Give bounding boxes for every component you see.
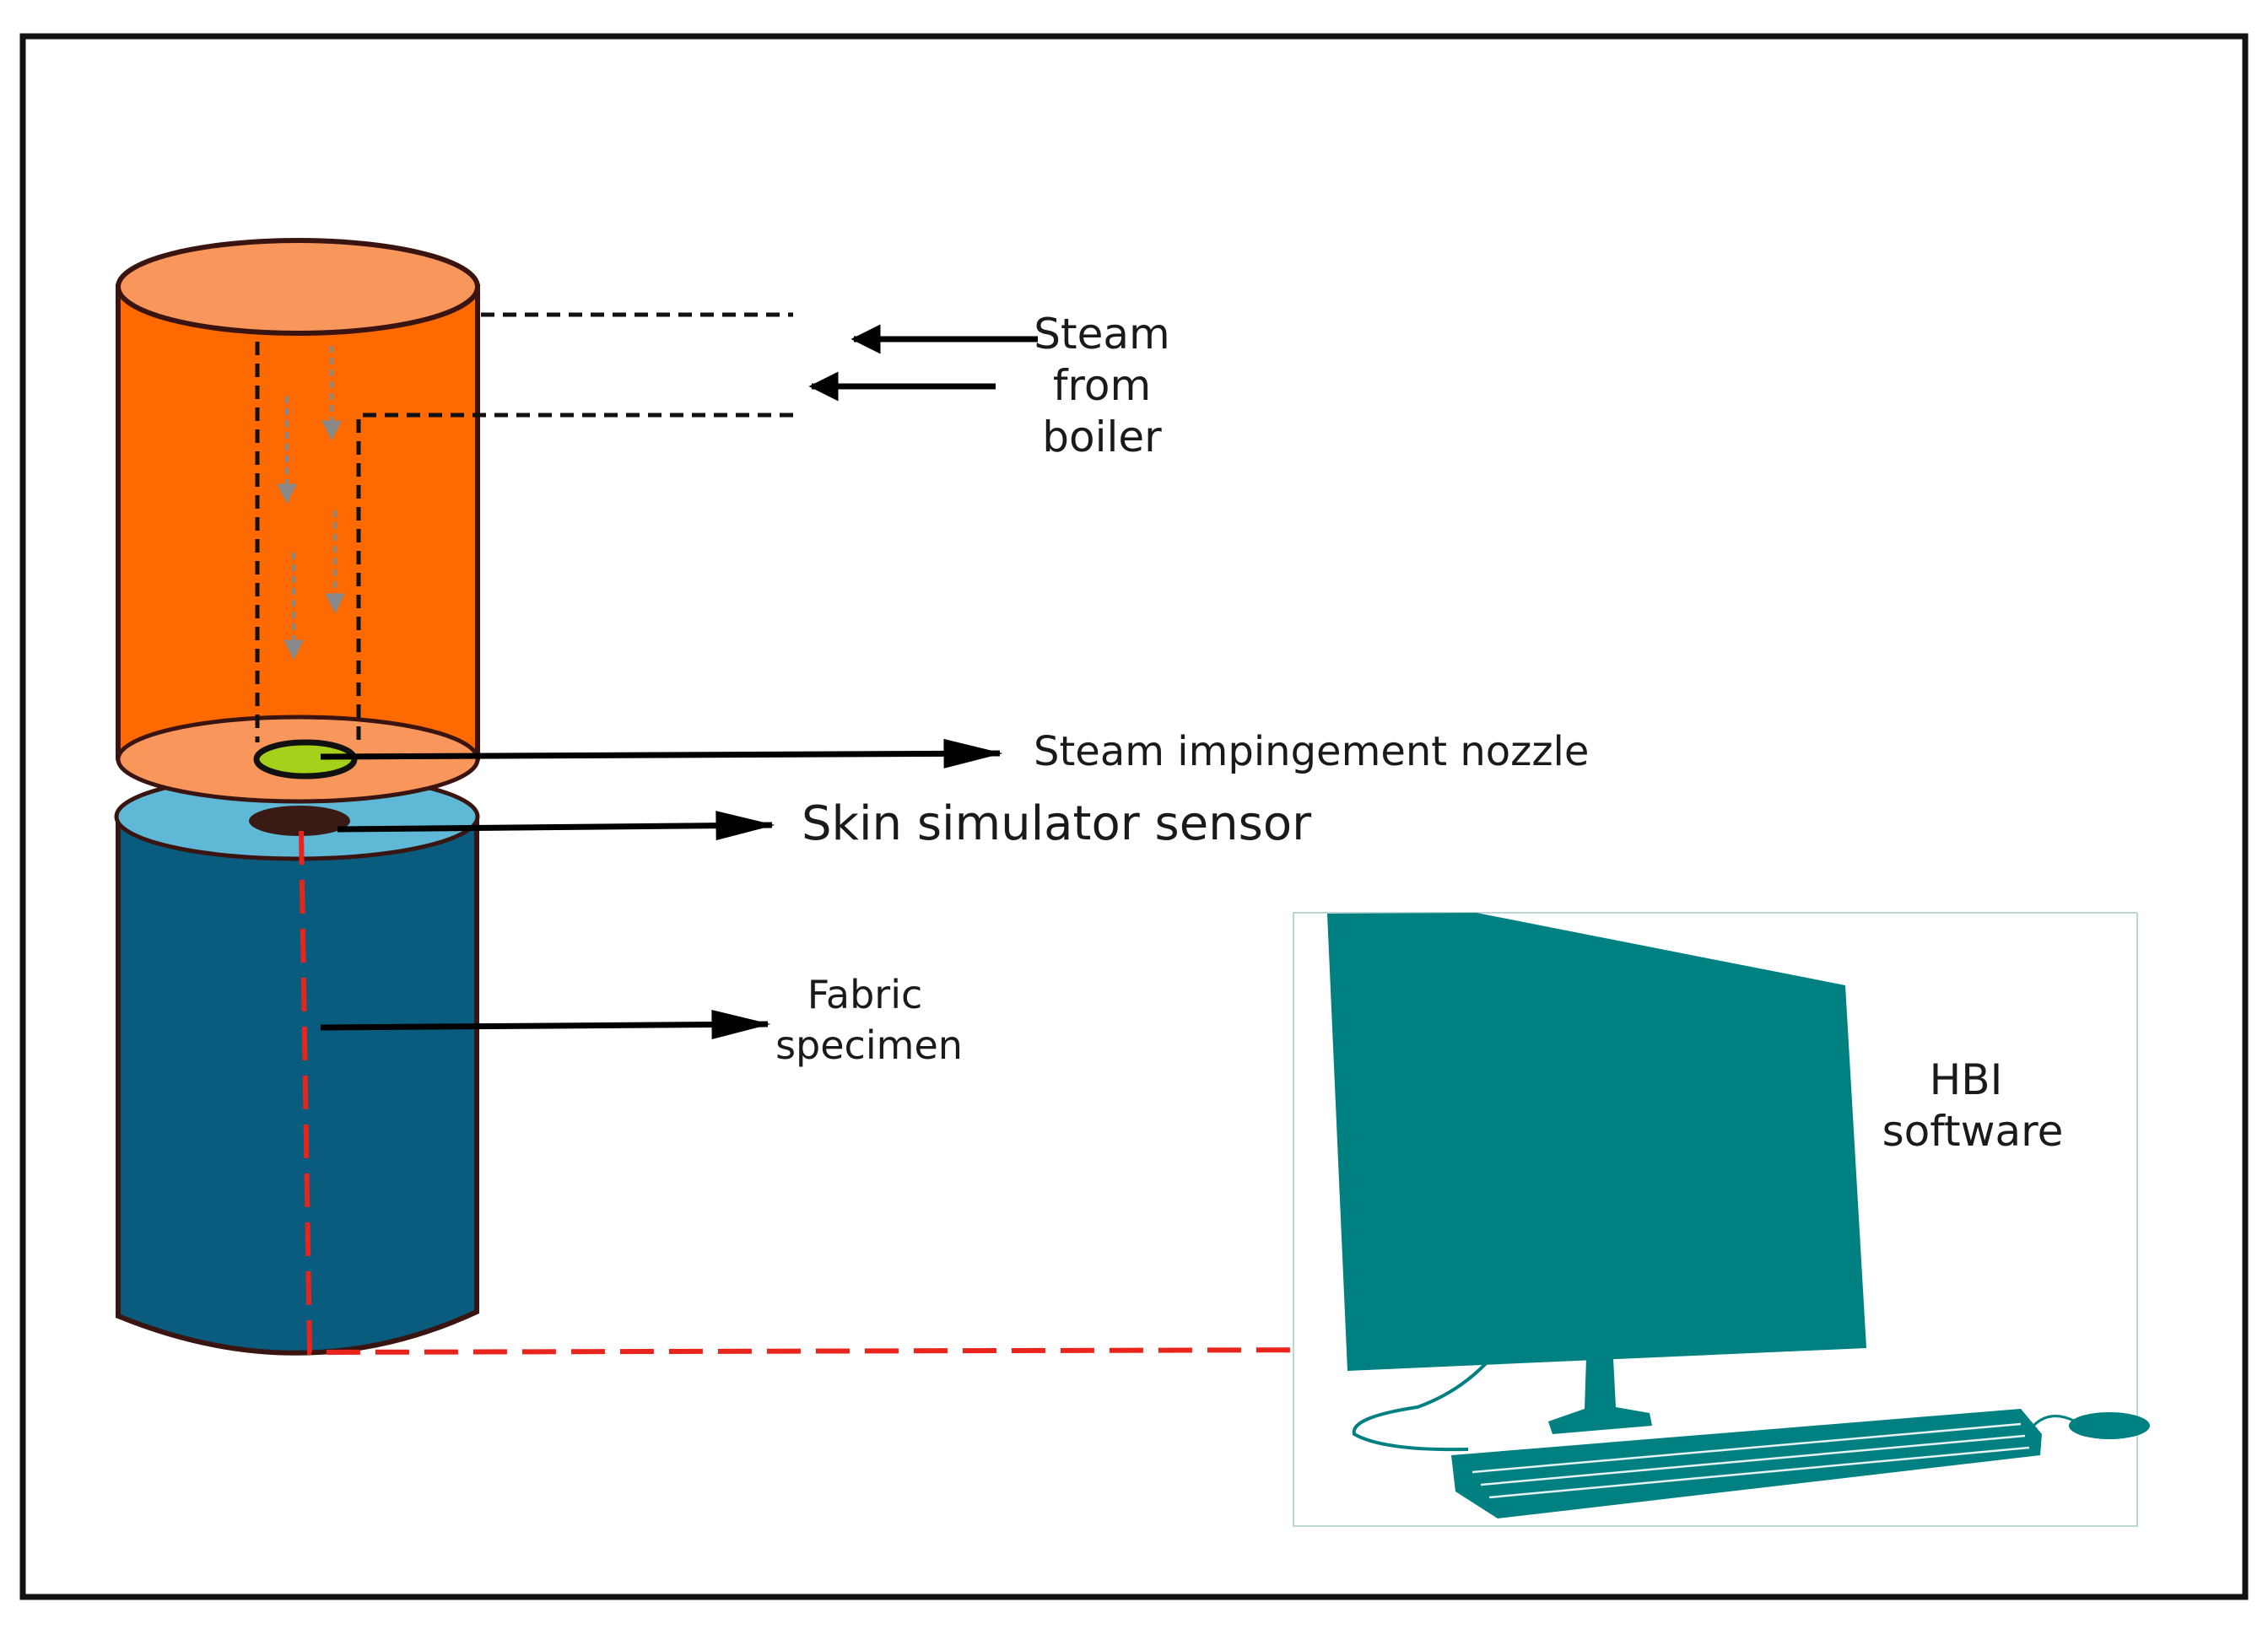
fabric-specimen-label: Fabric specimen <box>775 972 963 1068</box>
fabric-pointer-arrow <box>320 1010 771 1040</box>
fabric-cylinder-body <box>116 816 479 1356</box>
software-label-line-2: software <box>1882 1107 2064 1156</box>
mouse <box>2069 1412 2150 1439</box>
steam-flow-arrows <box>277 346 345 661</box>
mouse-cable <box>2032 1415 2076 1427</box>
signal-cable-line <box>299 830 1359 1356</box>
steam-chamber-top <box>116 238 480 336</box>
software-label-line-1: HBI <box>1930 1055 2003 1104</box>
steam-pipe-inner <box>356 413 793 742</box>
monitor-screen <box>1327 913 1866 1371</box>
steam-pipe-lines <box>255 312 793 742</box>
fabric-label-line-1: Fabric <box>807 972 923 1017</box>
keyboard-key-row <box>1480 1434 2026 1486</box>
skin-simulator-sensor <box>249 806 350 836</box>
keyboard-key-row <box>1472 1422 2022 1474</box>
fabric-cylinder <box>114 772 480 1356</box>
sensor-pointer-arrow <box>337 811 775 841</box>
steam-label-line-1: Steam <box>1034 310 1169 359</box>
monitor-cable <box>1352 1358 1491 1452</box>
nozzle-pointer-arrow <box>320 738 1003 769</box>
hbi-software-label: HBI software <box>1882 1055 2064 1156</box>
steam-inlet-arrows <box>808 324 1038 402</box>
keyboard-key-row <box>1488 1446 2030 1499</box>
keyboard-keys <box>1472 1422 2030 1499</box>
signal-cable <box>299 830 1359 1356</box>
fabric-label-line-2: specimen <box>775 1022 963 1068</box>
monitor-stand <box>1548 1358 1652 1434</box>
steam-chamber-cylinder <box>116 238 480 804</box>
steam-label-line-2: from <box>1053 361 1151 410</box>
keyboard <box>1451 1409 2042 1518</box>
steam-from-boiler-label: Steam from boiler <box>1034 310 1169 461</box>
nozzle-label: Steam impingement nozzle <box>1034 728 1589 775</box>
desktop-computer-icon <box>1293 912 2150 1527</box>
pointer-arrows <box>320 738 1003 1040</box>
steam-label-line-3: boiler <box>1042 413 1162 461</box>
sensor-label: Skin simulator sensor <box>802 796 1312 851</box>
